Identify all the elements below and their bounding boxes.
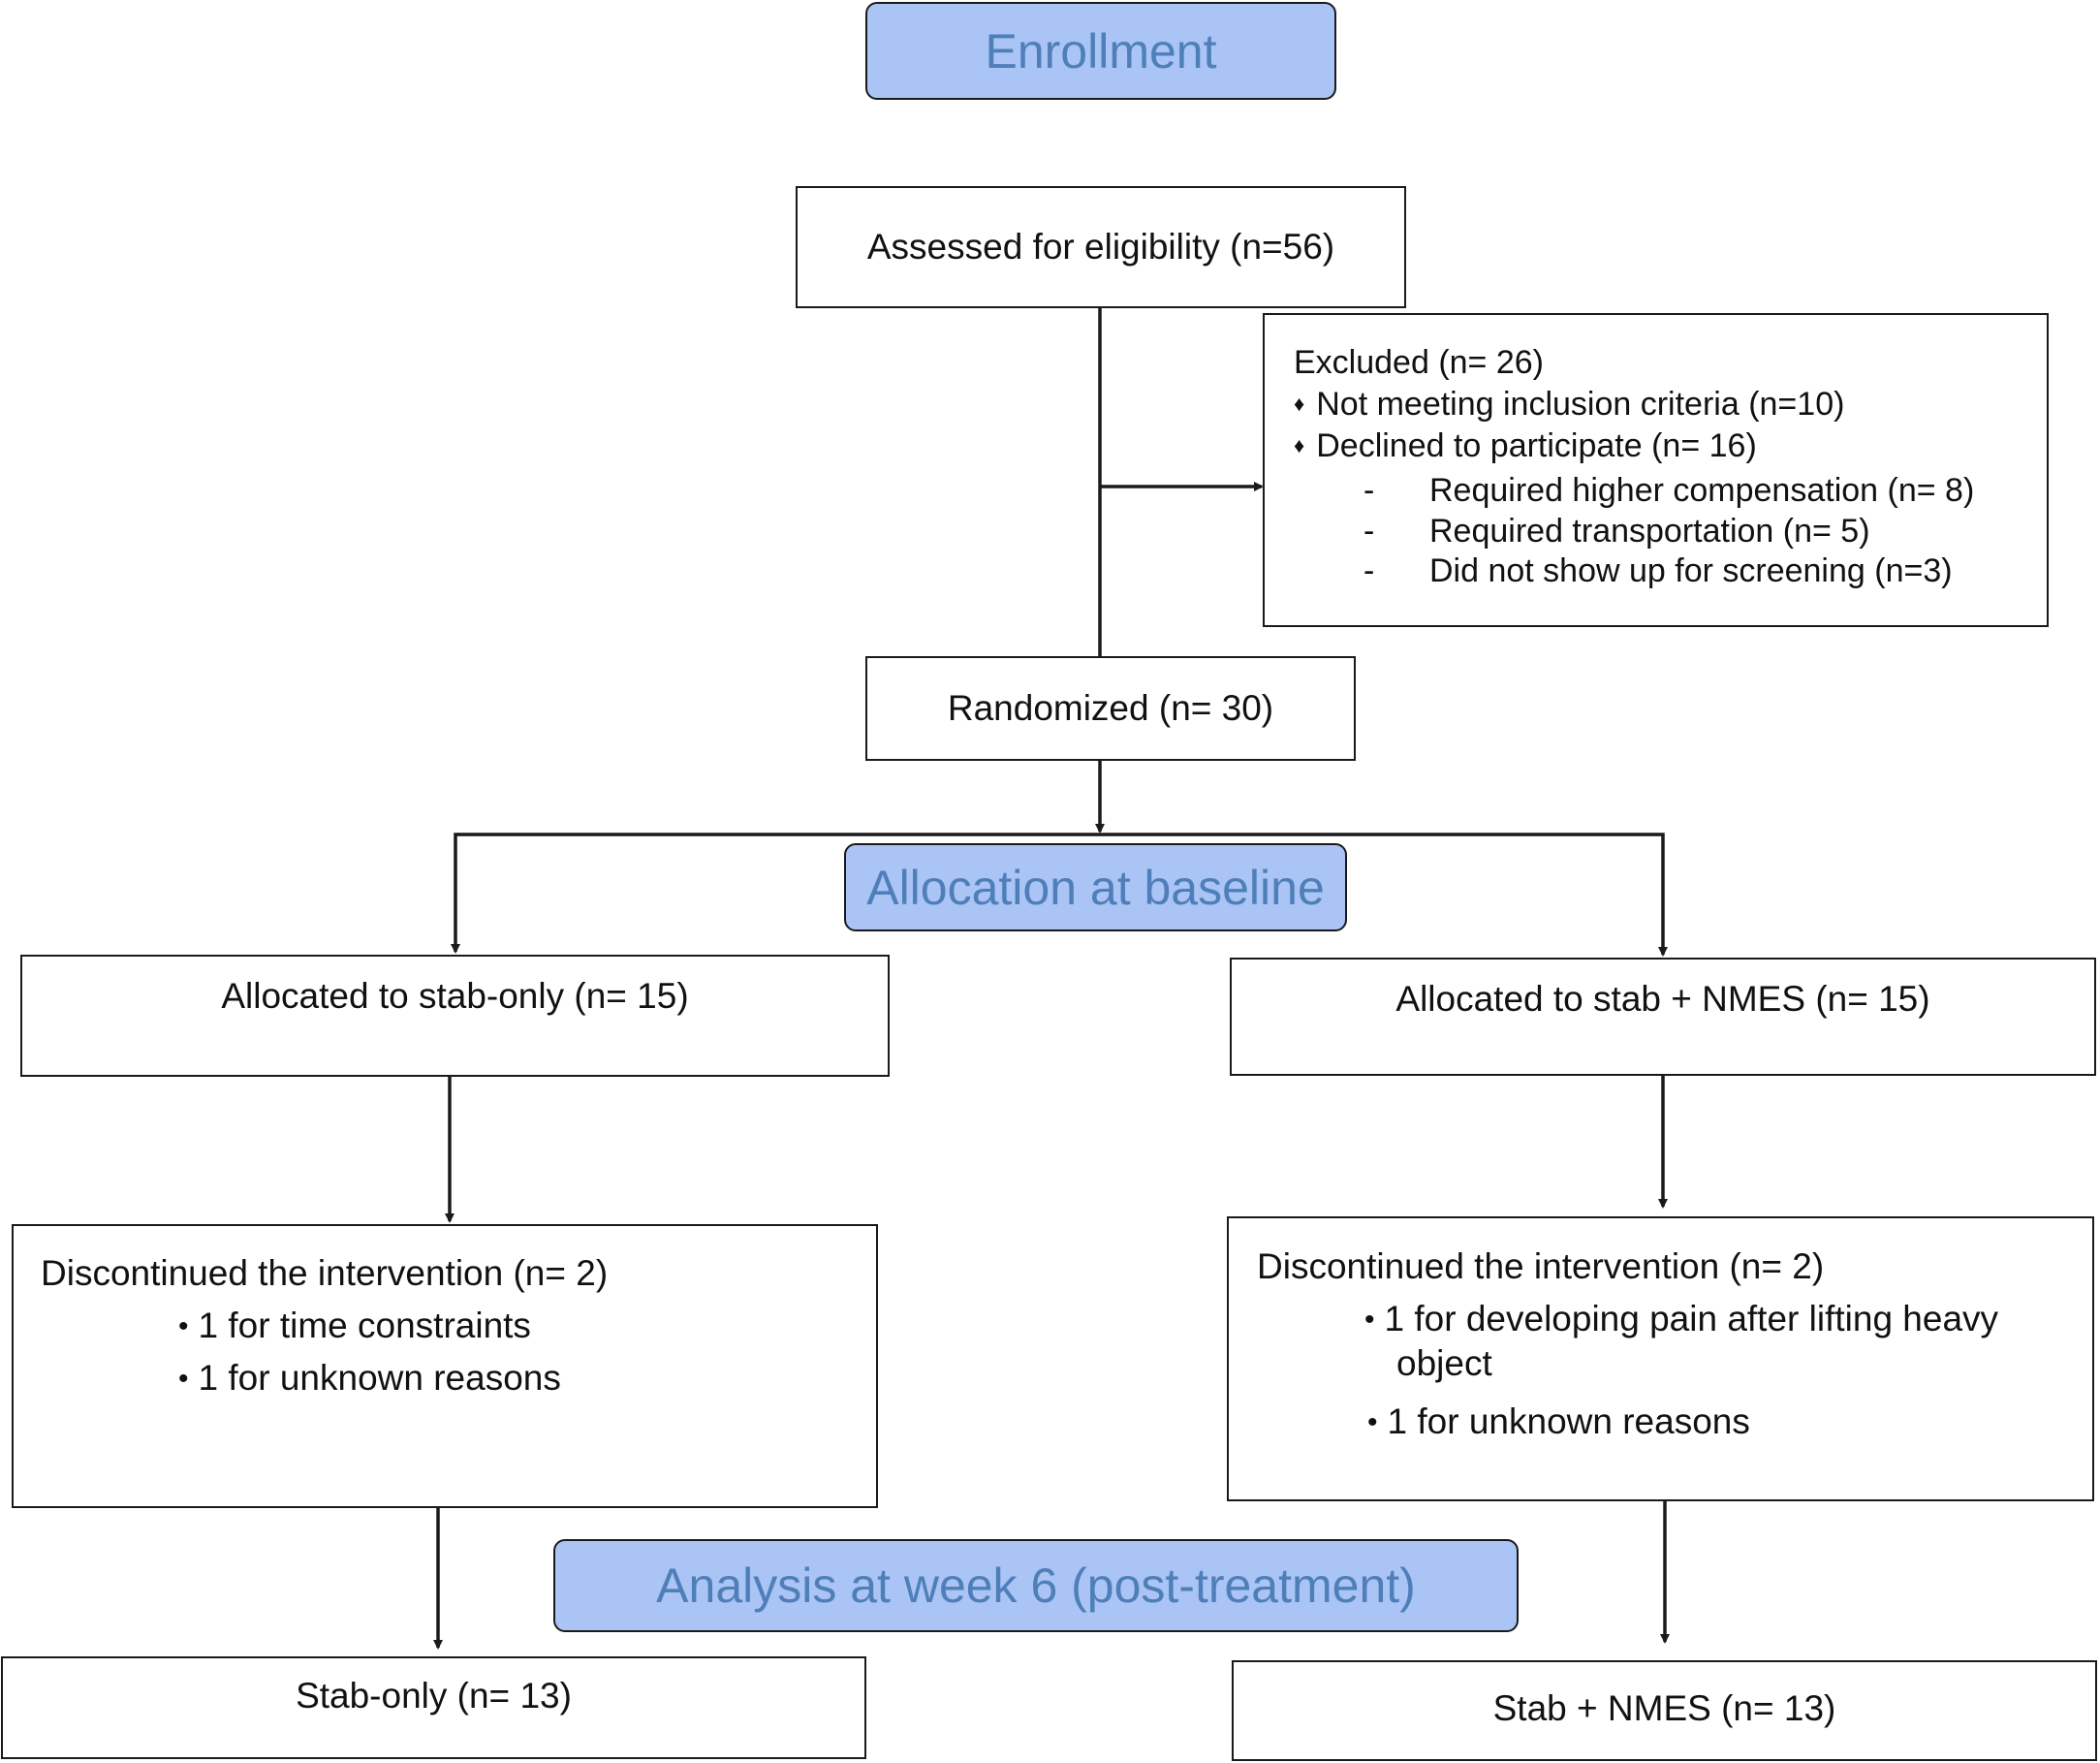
excluded-subitem-text: Required transportation (n= 5): [1429, 513, 1870, 550]
right-discontinued-box: Discontinued the intervention (n= 2) • 1 …: [1227, 1216, 2094, 1501]
left-discontinued-title: Discontinued the intervention (n= 2): [41, 1253, 609, 1293]
dash-marker: -: [1363, 552, 1375, 589]
right-allocated-box: Allocated to stab + NMES (n= 15): [1230, 958, 2096, 1076]
diamond-bullet-icon: ♦: [1294, 433, 1305, 457]
dash-marker: -: [1363, 513, 1375, 550]
stage-allocation-label: Allocation at baseline: [866, 860, 1325, 915]
left-allocated-text: Allocated to stab-only (n= 15): [221, 976, 689, 1016]
left-analyzed-text: Stab-only (n= 13): [296, 1676, 572, 1716]
excluded-item: ♦ Not meeting inclusion criteria (n=10): [1294, 386, 1844, 424]
left-reason-item: • 1 for unknown reasons: [178, 1358, 561, 1399]
right-analyzed-text: Stab + NMES (n= 13): [1492, 1688, 1836, 1728]
bullet-icon: •: [1364, 1304, 1375, 1336]
left-allocated-box: Allocated to stab-only (n= 15): [20, 955, 890, 1077]
stage-enrollment: Enrollment: [865, 2, 1336, 100]
assessed-text: Assessed for eligibility (n=56): [866, 227, 1335, 267]
randomized-box: Randomized (n= 30): [865, 656, 1356, 761]
right-reason-text: 1 for developing pain after lifting heav…: [1384, 1299, 1999, 1338]
dash-marker: -: [1363, 472, 1375, 509]
randomized-text: Randomized (n= 30): [947, 688, 1274, 728]
left-reason-item: • 1 for time constraints: [178, 1306, 531, 1346]
stage-allocation: Allocation at baseline: [844, 843, 1347, 931]
excluded-item-text: Declined to participate (n= 16): [1316, 427, 1757, 464]
diamond-bullet-icon: ♦: [1294, 392, 1305, 416]
right-reason-item: • 1 for developing pain after lifting hea…: [1364, 1299, 1998, 1339]
bullet-icon: •: [178, 1363, 189, 1395]
excluded-subitem: - Required transportation (n= 5): [1363, 513, 1870, 551]
excluded-item: ♦ Declined to participate (n= 16): [1294, 427, 1757, 465]
left-reason-text: 1 for unknown reasons: [198, 1358, 561, 1398]
excluded-subitem-text: Required higher compensation (n= 8): [1429, 472, 1975, 509]
excluded-title: Excluded (n= 26): [1294, 344, 1544, 381]
excluded-subitem: - Required higher compensation (n= 8): [1363, 472, 1974, 510]
stage-enrollment-label: Enrollment: [985, 23, 1217, 79]
right-discontinued-title: Discontinued the intervention (n= 2): [1257, 1246, 1825, 1286]
bullet-icon: •: [1367, 1406, 1378, 1438]
arrow-split-right: [1100, 833, 1668, 957]
right-analyzed-box: Stab + NMES (n= 13): [1232, 1660, 2097, 1761]
right-reason-item: • 1 for unknown reasons: [1367, 1401, 1750, 1442]
right-allocated-text: Allocated to stab + NMES (n= 15): [1395, 979, 1930, 1019]
excluded-subitem-text: Did not show up for screening (n=3): [1429, 552, 1953, 589]
arrow-split-left: [451, 833, 1100, 954]
bullet-icon: •: [178, 1310, 189, 1342]
assessed-box: Assessed for eligibility (n=56): [796, 186, 1406, 308]
excluded-item-text: Not meeting inclusion criteria (n=10): [1316, 386, 1845, 423]
left-discontinued-box: Discontinued the intervention (n= 2) • 1 …: [12, 1224, 878, 1508]
stage-analysis: Analysis at week 6 (post-treatment): [553, 1539, 1519, 1632]
right-reason-continuation: object: [1396, 1343, 1492, 1383]
right-reason-text: 1 for unknown reasons: [1387, 1401, 1750, 1441]
left-reason-text: 1 for time constraints: [198, 1306, 531, 1345]
excluded-subitem: - Did not show up for screening (n=3): [1363, 552, 1953, 590]
stage-analysis-label: Analysis at week 6 (post-treatment): [656, 1558, 1416, 1613]
left-analyzed-box: Stab-only (n= 13): [1, 1656, 866, 1759]
excluded-box: Excluded (n= 26) ♦ Not meeting inclusion …: [1263, 313, 2049, 627]
